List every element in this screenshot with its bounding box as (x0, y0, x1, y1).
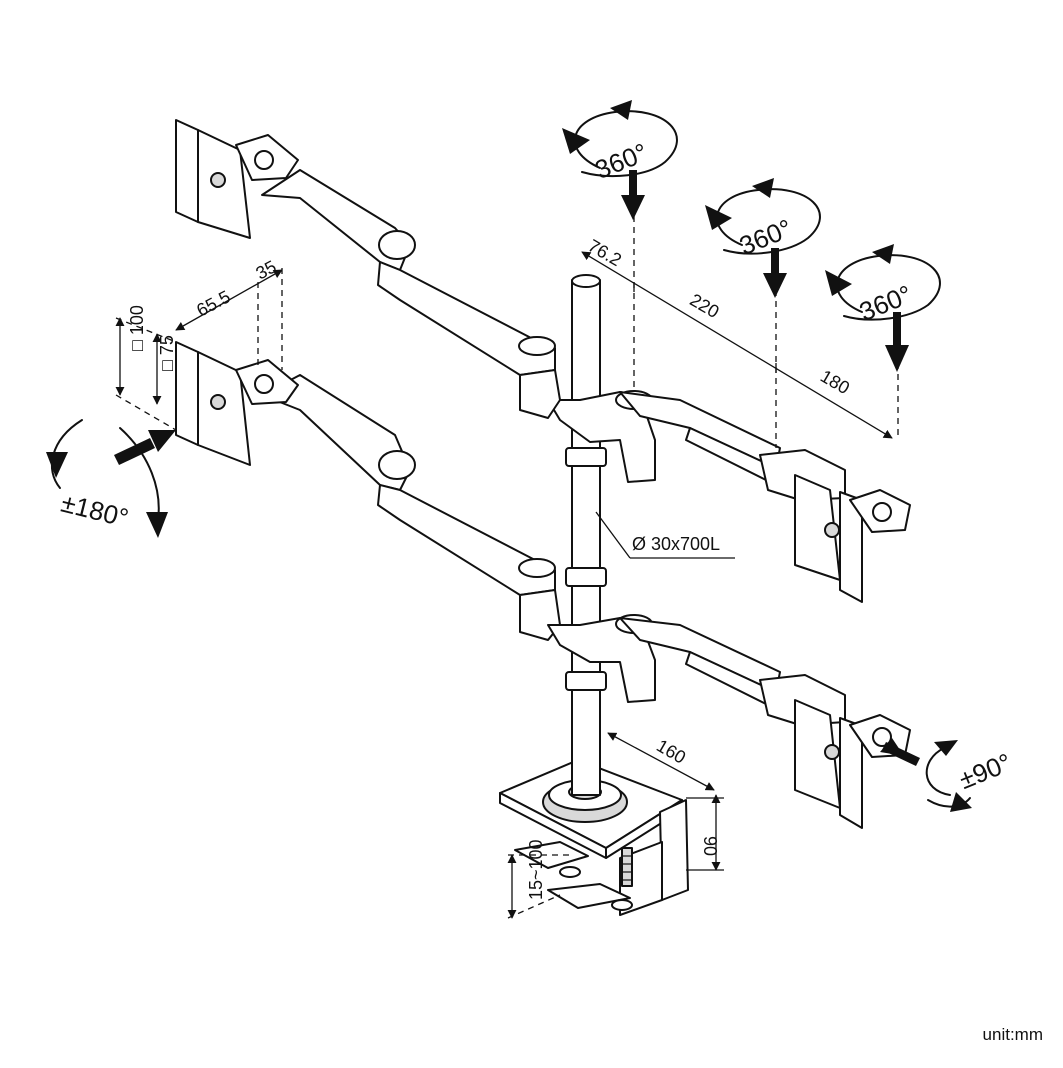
tilt-label: ±180° (58, 488, 131, 534)
dimension-lines (115, 205, 899, 919)
vesa-plate-upper-left (175, 119, 299, 239)
pole-spec-label: Ø 30x700L (632, 534, 720, 554)
base-length-label: 160 (653, 735, 689, 767)
lower-left-arm (261, 374, 561, 641)
lower-right-arm (547, 614, 846, 726)
upper-left-arm (261, 169, 561, 419)
vesa-large-label: □ 100 (127, 305, 147, 351)
plate-depth-label: 35 (252, 256, 279, 283)
pole (565, 274, 607, 796)
vesa-plate-lower-left (175, 341, 299, 466)
rotation-arrows (46, 100, 972, 812)
vesa-small-label: □ 75 (157, 335, 177, 371)
arm-span-2-label: 180 (817, 366, 853, 398)
unit-label: unit:mm (982, 1025, 1043, 1044)
base-height-label: 90 (700, 836, 720, 856)
plate-offset-label: 65.5 (193, 286, 233, 320)
vesa-plate-upper-right (794, 474, 911, 603)
rotate-label: ±90° (955, 747, 1016, 795)
swivel-label-1: 360° (591, 137, 652, 185)
clamp-range-label: 15~100 (526, 839, 546, 900)
vesa-plate-lower-right (794, 699, 911, 829)
